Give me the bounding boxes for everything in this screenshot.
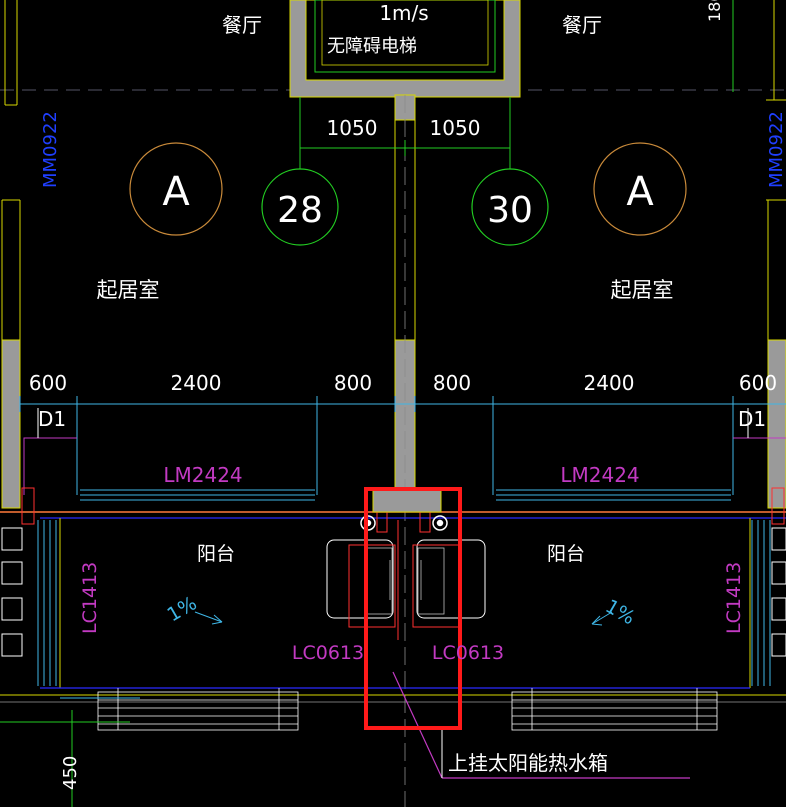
balcony-divider-wall — [372, 489, 442, 513]
dim-1050-left: 1050 — [327, 116, 378, 140]
axis-label-a-left: A — [162, 169, 190, 215]
dim-600-right: 600 — [739, 371, 777, 395]
lc06-right: LC0613 — [432, 642, 504, 664]
room-dining-right: 餐厅 — [562, 13, 602, 37]
sliding-door-left — [80, 489, 315, 501]
room-dining-left: 餐厅 — [222, 13, 262, 37]
top-dimension-lines — [299, 97, 511, 160]
elevator-speed: 1m/s — [379, 1, 428, 25]
mid-dimension-line — [19, 396, 786, 495]
bottom-left-railing — [97, 688, 299, 731]
dim-1050-right: 1050 — [430, 116, 481, 140]
axis-label-28: 28 — [277, 190, 323, 231]
dim-600-left: 600 — [29, 371, 67, 395]
slope-arrow-left — [194, 611, 223, 625]
right-balcony-window — [751, 520, 771, 686]
lc-left: LC1413 — [79, 562, 101, 634]
elevator-label: 无障碍电梯 — [327, 36, 417, 57]
door-code-left: MM0922 — [40, 111, 61, 188]
sliding-door-right — [496, 489, 731, 501]
lc06-left: LC0613 — [292, 642, 364, 664]
axis-bubble-a-left — [129, 142, 223, 236]
bottom-right-railing — [511, 688, 718, 731]
lc-right: LC1413 — [723, 562, 745, 634]
highlight-box — [364, 487, 462, 730]
d1-left: D1 — [38, 407, 66, 431]
elevator-shaft — [289, 0, 521, 98]
room-living-left: 起居室 — [97, 278, 160, 302]
axis-label-a-right: A — [626, 169, 654, 215]
bottom-left-dimension — [0, 697, 140, 807]
lm-left: LM2424 — [163, 463, 242, 487]
door-code-right: MM0922 — [766, 111, 786, 188]
left-balcony-window — [37, 520, 57, 686]
right-edge-blocks — [771, 527, 786, 657]
dim-450-bottom: 450 — [60, 756, 81, 790]
lm-right: LM2424 — [560, 463, 639, 487]
d1-frames — [23, 408, 786, 495]
annotation-leader — [392, 671, 690, 779]
solar-heater-annotation: 上挂太阳能热水箱 — [448, 751, 608, 775]
axis-bubble-a-right — [593, 142, 687, 236]
right-wall-group — [766, 0, 786, 509]
dim-top-right-edge: 180 — [705, 0, 724, 22]
dim-2400-right: 2400 — [584, 371, 635, 395]
dim-2400-left: 2400 — [171, 371, 222, 395]
room-living-right: 起居室 — [611, 278, 674, 302]
d1-right: D1 — [738, 407, 766, 431]
room-balcony-left: 阳台 — [197, 543, 235, 565]
slope-arrow-right — [591, 611, 613, 626]
dim-800-left: 800 — [334, 371, 372, 395]
axis-label-30: 30 — [487, 190, 533, 231]
dim-800-right: 800 — [433, 371, 471, 395]
room-balcony-right: 阳台 — [547, 543, 585, 565]
left-edge-blocks — [1, 527, 23, 657]
left-wall-group — [1, 0, 21, 509]
